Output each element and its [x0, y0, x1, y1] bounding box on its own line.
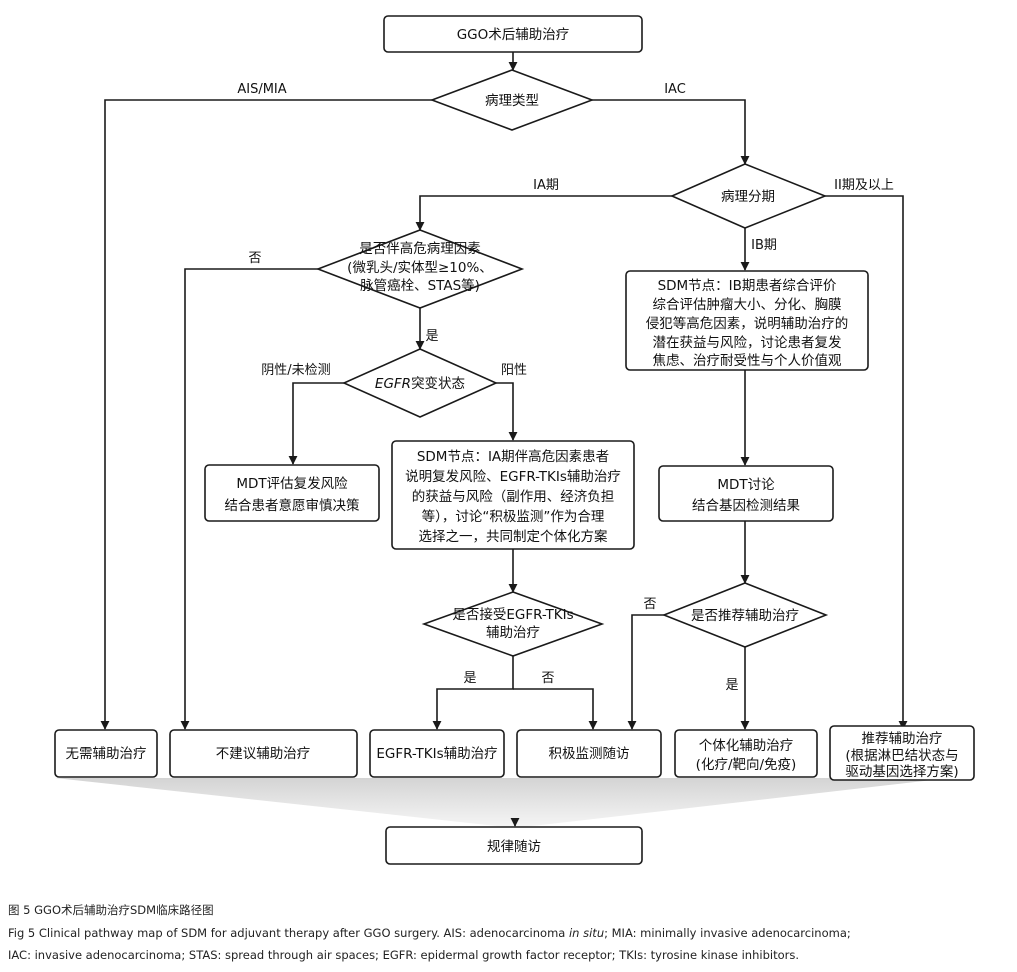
outcome-no-adjuvant-needed: 无需辅助治疗 — [54, 729, 158, 778]
edge-label-ia: IA期 — [533, 178, 559, 193]
decision-egfr-mutation: EGFR突变状态 — [342, 348, 498, 418]
svg-text:不建议辅助治疗: 不建议辅助治疗 — [216, 746, 311, 762]
svg-text:(化疗/靶向/免疫): (化疗/靶向/免疫) — [696, 757, 797, 773]
svg-text:EGFR突变状态: EGFR突变状态 — [375, 376, 465, 392]
svg-text:的获益与风险（副作用、经济负担: 的获益与风险（副作用、经济负担 — [412, 489, 615, 505]
decision-accept-egfr-tki: 是否接受EGFR-TKIs 辅助治疗 — [421, 591, 605, 657]
outcome-egfr-tki-therapy: EGFR-TKIs辅助治疗 — [369, 729, 505, 778]
edge-label-yes-tki: 是 — [463, 671, 476, 686]
edge-labels: AIS/MIA IAC IA期 II期及以上 IB期 否 是 阴性/未检测 阳性… — [237, 82, 893, 693]
svg-text:是否伴高危病理因素: 是否伴高危病理因素 — [359, 240, 481, 257]
decision-recommend-adjuvant: 是否推荐辅助治疗 — [661, 582, 829, 648]
mdt-discuss-box: MDT讨论 结合基因检测结果 — [658, 465, 834, 522]
svg-text:GGO术后辅助治疗: GGO术后辅助治疗 — [457, 27, 570, 43]
svg-text:是否推荐辅助治疗: 是否推荐辅助治疗 — [691, 608, 799, 624]
svg-text:积极监测随访: 积极监测随访 — [549, 746, 630, 762]
svg-text:SDM节点：IA期伴高危因素患者: SDM节点：IA期伴高危因素患者 — [417, 448, 609, 465]
svg-text:病理类型: 病理类型 — [485, 93, 539, 109]
decision-high-risk-factors: 是否伴高危病理因素 (微乳头/实体型≥10%、 脉管癌栓、STAS等) — [315, 229, 525, 309]
outcome-recommend-therapy: 推荐辅助治疗 (根据淋巴结状态与 驱动基因选择方案) — [829, 725, 975, 781]
decision-pathology-stage: 病理分期 — [670, 163, 828, 229]
svg-text:无需辅助治疗: 无需辅助治疗 — [66, 746, 147, 762]
svg-text:焦虑、治疗耐受性与个人价值观: 焦虑、治疗耐受性与个人价值观 — [653, 353, 842, 369]
svg-text:个体化辅助治疗: 个体化辅助治疗 — [699, 738, 794, 754]
edge-label-iac: IAC — [664, 82, 686, 97]
svg-text:病理分期: 病理分期 — [721, 189, 775, 205]
svg-text:是否接受EGFR-TKIs: 是否接受EGFR-TKIs — [452, 606, 573, 623]
edge-label-negative: 阴性/未检测 — [261, 363, 330, 378]
svg-text:驱动基因选择方案): 驱动基因选择方案) — [845, 763, 958, 780]
edge-label-no-high-risk: 否 — [248, 251, 261, 266]
outcome-not-recommended: 不建议辅助治疗 — [169, 729, 358, 778]
edge-label-ais-mia: AIS/MIA — [237, 82, 286, 97]
svg-text:结合基因检测结果: 结合基因检测结果 — [692, 497, 800, 514]
svg-text:(根据淋巴结状态与: (根据淋巴结状态与 — [845, 748, 958, 764]
svg-text:侵犯等高危因素，说明辅助治疗的: 侵犯等高危因素，说明辅助治疗的 — [646, 315, 849, 332]
edge-label-ib: IB期 — [751, 238, 777, 253]
svg-text:结合患者意愿审慎决策: 结合患者意愿审慎决策 — [225, 497, 360, 514]
svg-text:说明复发风险、EGFR-TKIs辅助治疗: 说明复发风险、EGFR-TKIs辅助治疗 — [405, 468, 621, 485]
caption-en-line1: Fig 5 Clinical pathway map of SDM for ad… — [8, 926, 851, 940]
caption-en-line2: IAC: invasive adenocarcinoma; STAS: spre… — [8, 948, 799, 962]
flowchart: GGO术后辅助治疗 病理类型 病理分期 是否伴高危病理因素 (微乳头/实体型≥1… — [54, 15, 975, 865]
svg-text:(微乳头/实体型≥10%、: (微乳头/实体型≥10%、 — [347, 260, 493, 276]
svg-text:规律随访: 规律随访 — [487, 839, 541, 855]
svg-text:MDT评估复发风险: MDT评估复发风险 — [236, 475, 348, 492]
svg-text:EGFR-TKIs辅助治疗: EGFR-TKIs辅助治疗 — [376, 746, 497, 762]
edge-label-no-tki: 否 — [541, 671, 554, 686]
edge-label-ii-plus: II期及以上 — [834, 178, 894, 193]
edge-label-no-recommend: 否 — [643, 597, 656, 612]
edge-label-yes-high-risk: 是 — [425, 329, 438, 344]
outcome-individualized-therapy: 个体化辅助治疗 (化疗/靶向/免疫) — [674, 729, 818, 778]
svg-text:SDM节点：IB期患者综合评价: SDM节点：IB期患者综合评价 — [658, 278, 837, 294]
svg-text:综合评估肿瘤大小、分化、胸膜: 综合评估肿瘤大小、分化、胸膜 — [653, 296, 842, 313]
caption-cn: 图 5 GGO术后辅助治疗SDM临床路径图 — [8, 903, 214, 917]
connectors — [100, 52, 908, 827]
svg-text:辅助治疗: 辅助治疗 — [486, 625, 540, 641]
mdt-evaluate-box: MDT评估复发风险 结合患者意愿审慎决策 — [204, 464, 380, 522]
node-regular-followup: 规律随访 — [385, 826, 643, 865]
svg-text:推荐辅助治疗: 推荐辅助治疗 — [862, 731, 943, 747]
svg-text:选择之一，共同制定个体化方案: 选择之一，共同制定个体化方案 — [419, 528, 608, 545]
svg-text:等），讨论“积极监测”作为合理: 等），讨论“积极监测”作为合理 — [422, 508, 605, 525]
svg-text:脉管癌栓、STAS等): 脉管癌栓、STAS等) — [360, 277, 480, 294]
edge-label-yes-recommend: 是 — [725, 678, 738, 693]
edge-label-positive: 阳性 — [501, 363, 527, 378]
decision-pathology-type: 病理类型 — [429, 69, 595, 131]
svg-text:潜在获益与风险，讨论患者复发: 潜在获益与风险，讨论患者复发 — [653, 334, 842, 351]
convergence-band — [55, 778, 950, 828]
node-start: GGO术后辅助治疗 — [383, 15, 643, 53]
outcome-active-monitoring: 积极监测随访 — [516, 729, 662, 778]
svg-text:MDT讨论: MDT讨论 — [717, 477, 775, 493]
sdm-node-ia: SDM节点：IA期伴高危因素患者 说明复发风险、EGFR-TKIs辅助治疗 的获… — [391, 440, 635, 550]
sdm-node-ib: SDM节点：IB期患者综合评价 综合评估肿瘤大小、分化、胸膜 侵犯等高危因素，说… — [625, 270, 869, 371]
